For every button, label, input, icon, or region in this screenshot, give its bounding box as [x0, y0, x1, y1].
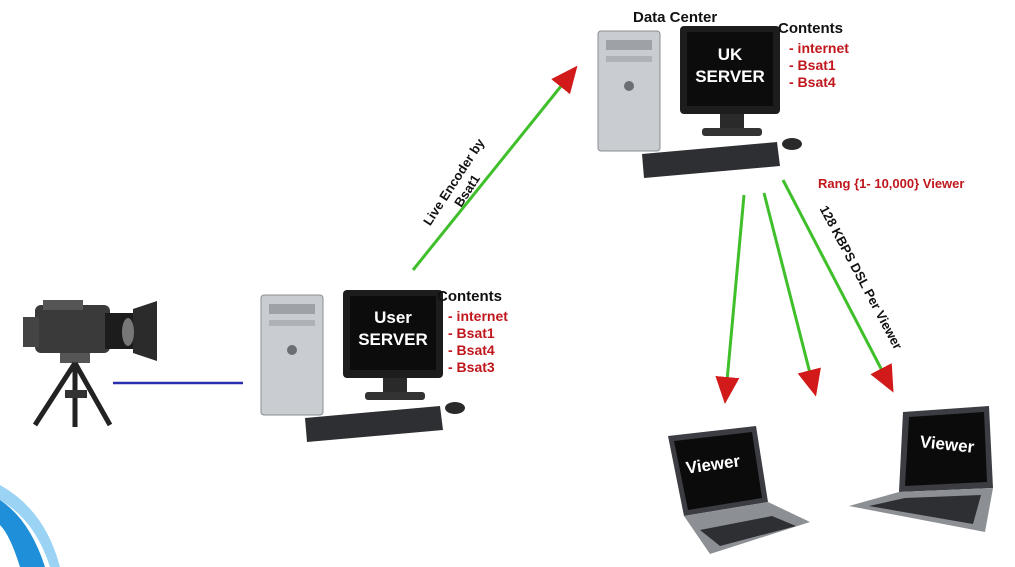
- user-server-screen-label: User SERVER: [353, 307, 433, 351]
- user-server-computer-icon: [260, 290, 465, 442]
- user-server-contents-title: Contents: [437, 288, 502, 305]
- list-item: - Bsat1: [448, 325, 495, 341]
- uk-server-line1: UK: [717, 45, 743, 64]
- encoder-arrow: [411, 65, 578, 271]
- list-item: - Bsat4: [789, 74, 836, 90]
- corner-swoosh: [0, 485, 60, 567]
- uk-server-screen-label: UK SERVER: [690, 44, 770, 88]
- user-server-line1: User: [374, 308, 412, 327]
- uk-server-contents-title: Contents: [778, 20, 843, 37]
- list-item: - internet: [448, 308, 508, 324]
- list-item: - internet: [789, 40, 849, 56]
- viewer-arrow-3: [781, 179, 894, 393]
- list-item: - Bsat3: [448, 359, 495, 375]
- viewer-arrow-2: [762, 192, 821, 397]
- list-item: - Bsat4: [448, 342, 495, 358]
- viewer-arrow-1: [715, 194, 746, 404]
- user-server-contents-list: - internet - Bsat1 - Bsat4 - Bsat3: [448, 308, 508, 376]
- viewer-laptop-1-icon: [668, 426, 810, 554]
- video-camera-icon: [23, 300, 157, 427]
- uk-server-contents-list: - internet - Bsat1 - Bsat4: [789, 40, 849, 91]
- data-center-heading: Data Center: [633, 9, 718, 26]
- viewer-laptop-2-icon: [849, 406, 993, 532]
- user-server-line2: SERVER: [358, 330, 428, 349]
- uk-server-line2: SERVER: [695, 67, 765, 86]
- viewer-range-label: Rang {1- 10,000} Viewer: [818, 176, 965, 191]
- list-item: - Bsat1: [789, 57, 836, 73]
- uk-server-computer-icon: [597, 26, 802, 178]
